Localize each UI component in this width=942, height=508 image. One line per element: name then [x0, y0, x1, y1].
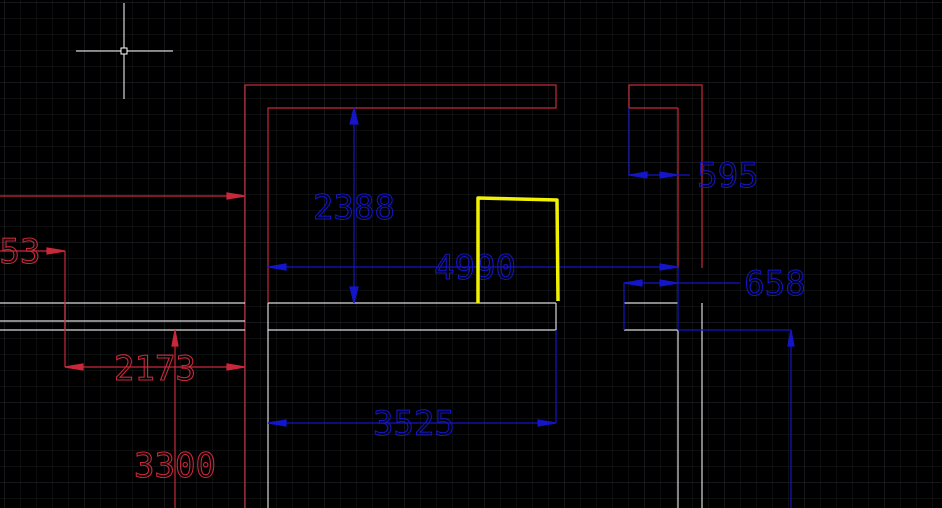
- dim-arrow-icon: [226, 192, 246, 200]
- dim-arrow-icon: [267, 263, 287, 271]
- dimensions-blue-layer[interactable]: [267, 107, 795, 508]
- dim-arrow-icon: [537, 419, 557, 427]
- dim-label-595[interactable]: 595: [697, 155, 760, 196]
- dim-label-4990[interactable]: 4990: [434, 247, 517, 288]
- dim-label-53[interactable]: 53: [0, 231, 41, 272]
- dim-arrow-icon: [171, 329, 179, 347]
- dim-arrow-icon: [659, 279, 679, 287]
- wall-outline-right[interactable]: [628, 84, 703, 268]
- dim-label-3300[interactable]: 3300: [134, 445, 217, 486]
- dim-arrow-icon: [46, 247, 66, 255]
- dim-arrow-icon: [226, 363, 246, 371]
- dim-label-658[interactable]: 658: [744, 263, 807, 304]
- walls-red-layer[interactable]: [244, 84, 703, 508]
- wall-outline-main[interactable]: [244, 84, 557, 330]
- dimension-labels: 2388 4990 595 658 3525 53 2173 3300: [0, 155, 807, 486]
- dim-arrow-icon: [659, 263, 679, 271]
- dim-arrow-icon: [623, 279, 643, 287]
- selected-polyline-highlight[interactable]: [476, 196, 560, 303]
- crosshair-cursor-icon: [76, 3, 173, 99]
- dim-label-2173[interactable]: 2173: [114, 348, 197, 389]
- dim-arrow-icon: [349, 286, 359, 304]
- dim-arrow-icon: [659, 171, 679, 179]
- dim-arrow-icon: [267, 419, 287, 427]
- dim-label-2388[interactable]: 2388: [313, 187, 396, 228]
- dimensions-red-layer[interactable]: [0, 192, 246, 508]
- dim-arrow-icon: [349, 107, 359, 125]
- dim-arrow-icon: [628, 171, 648, 179]
- dim-arrow-icon: [787, 329, 795, 347]
- dim-arrow-icon: [64, 363, 84, 371]
- wall-white-center-slab[interactable]: [267, 303, 557, 331]
- dim-label-3525[interactable]: 3525: [373, 403, 456, 444]
